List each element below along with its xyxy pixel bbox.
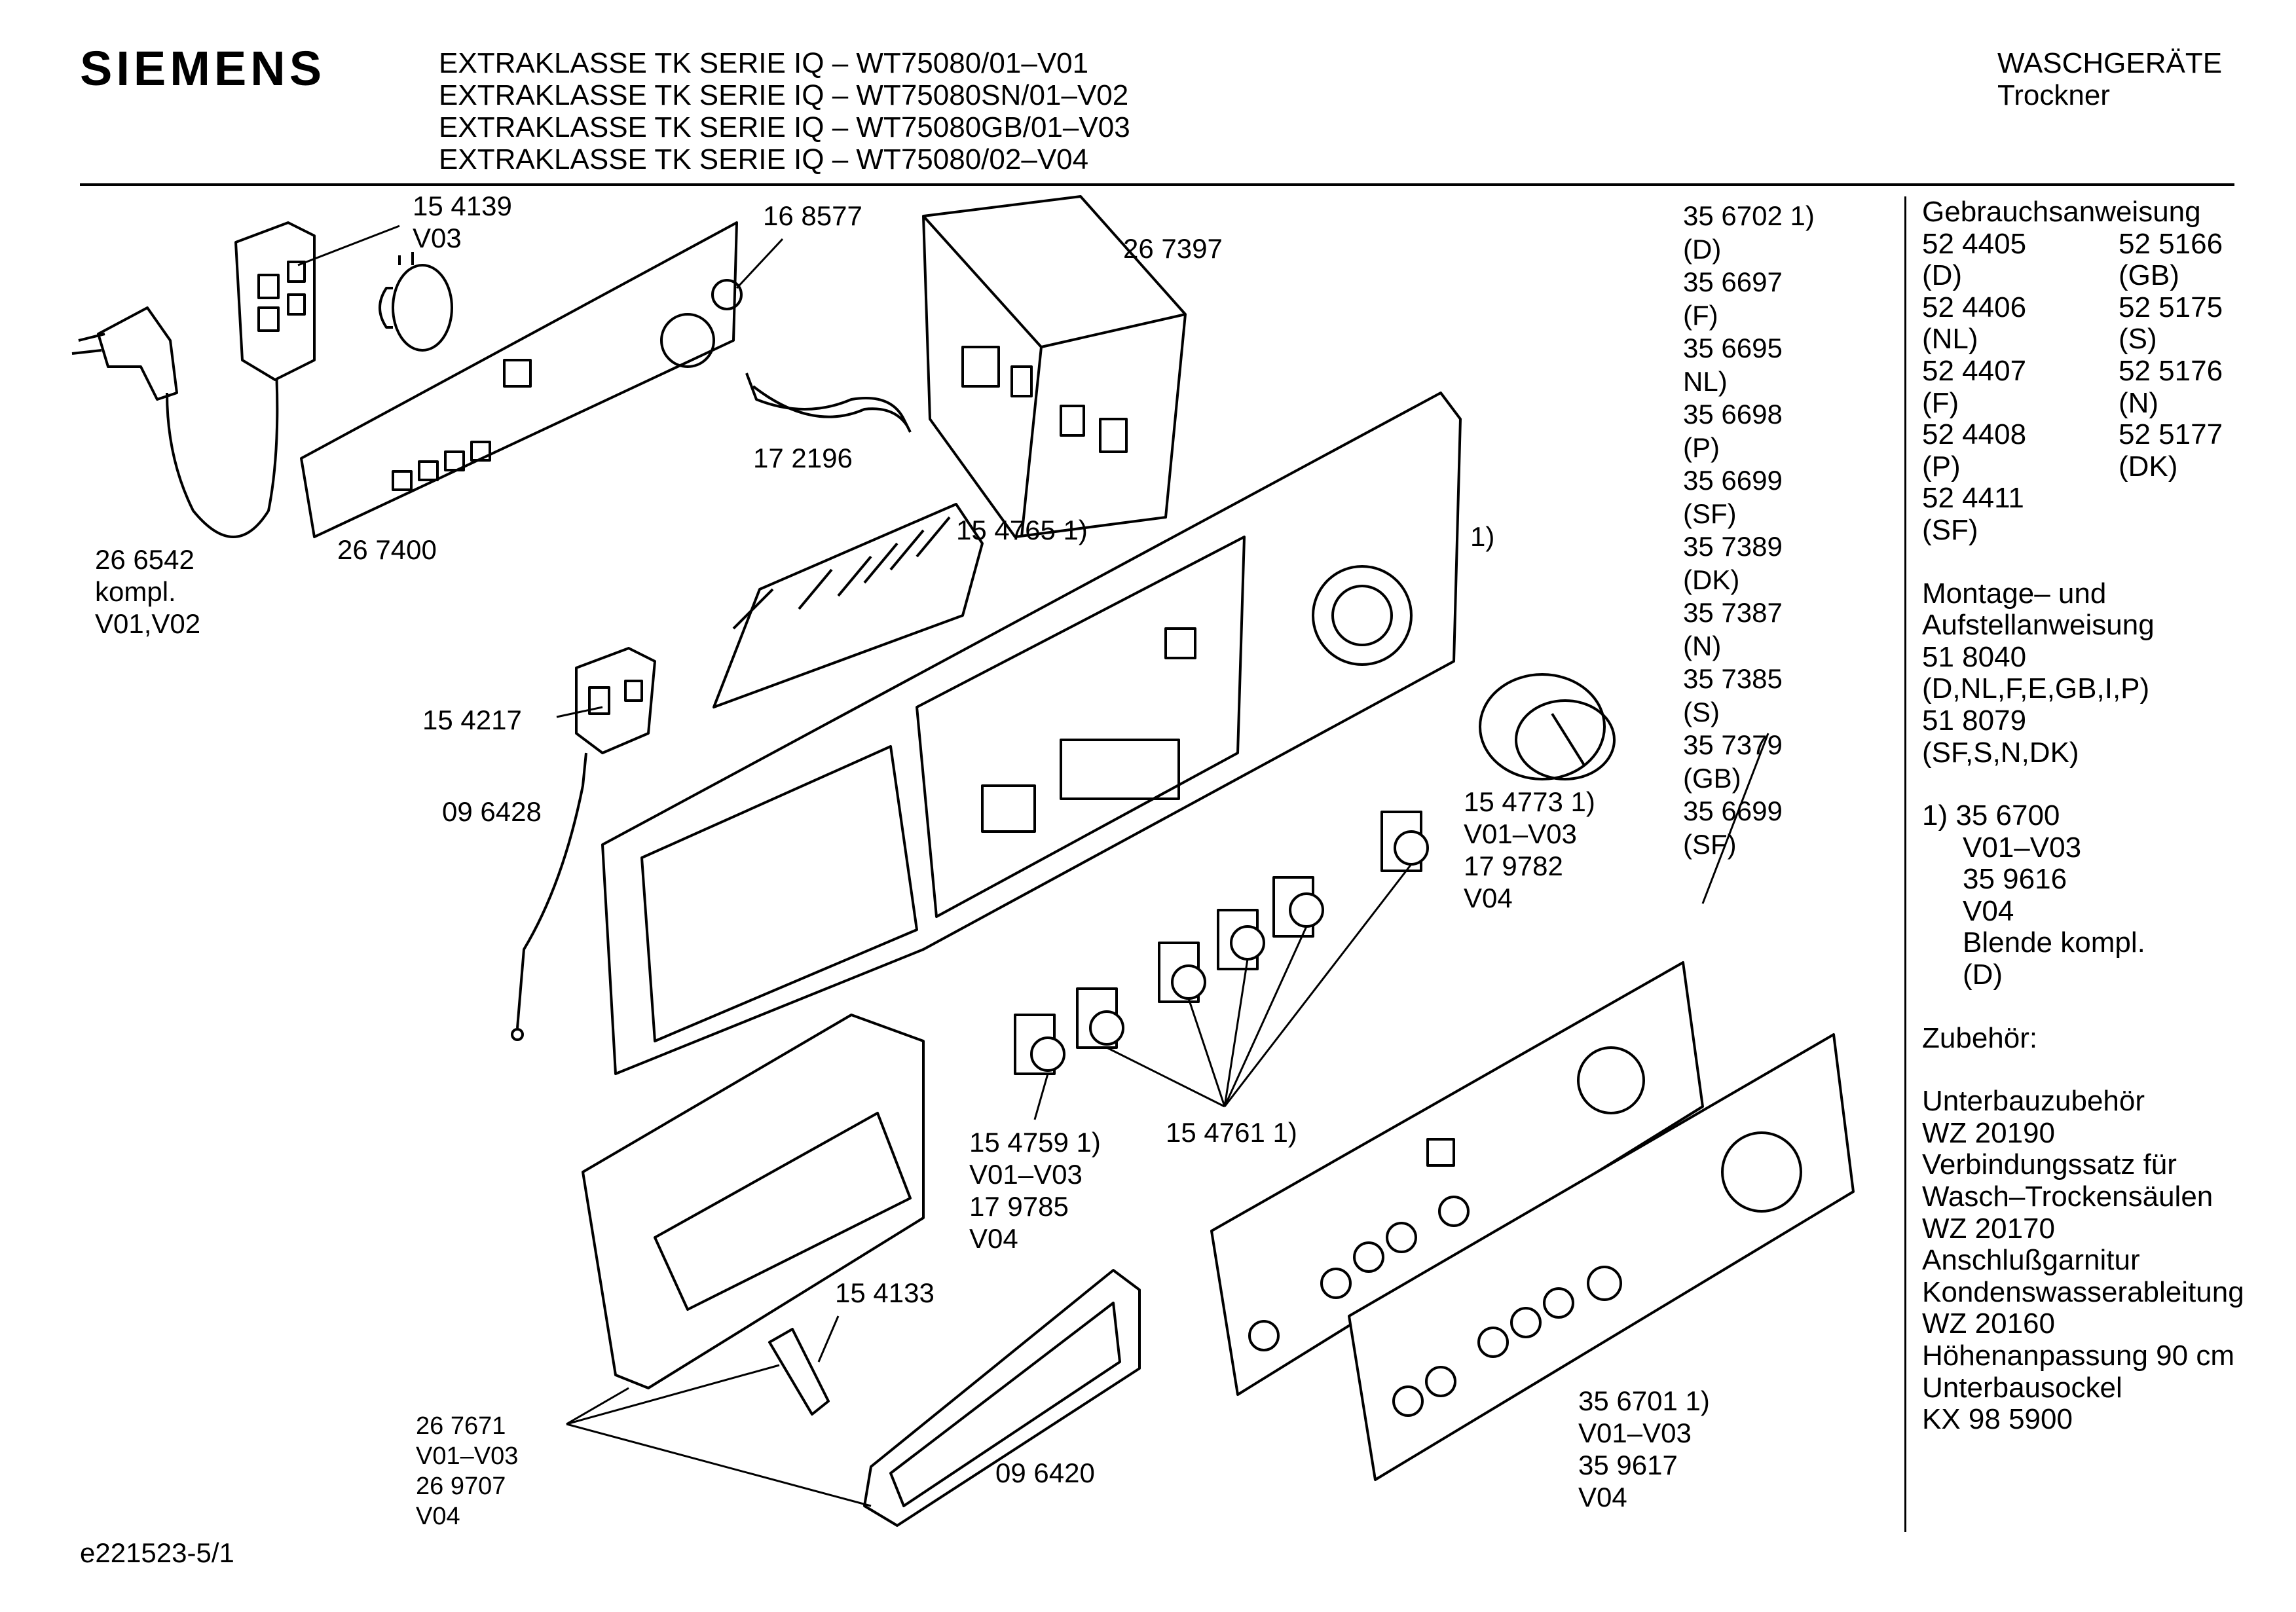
accessory-item: Verbindungssatz für <box>1922 1148 2177 1181</box>
header-rule <box>80 183 2234 186</box>
part-label-154765: 15 4765 1) <box>956 515 1088 545</box>
leader-lines <box>297 225 1769 1507</box>
model-header: EXTRAKLASSE TK SERIE IQ – WT75080/01–V01… <box>439 47 1130 175</box>
accessory-item: Unterbauzubehör <box>1922 1085 2145 1118</box>
model-line: EXTRAKLASSE TK SERIE IQ – WT75080/02–V04 <box>439 143 1089 175</box>
part-label-267400: 26 7400 <box>337 534 437 565</box>
manual-row: (P)(DK) <box>1922 450 2178 483</box>
accessory-item: WZ 20170 <box>1922 1212 2055 1245</box>
mount-title: Montage– und <box>1922 577 2107 610</box>
ground-wire <box>516 752 587 1029</box>
part-label-168577: 16 8577 <box>763 200 862 231</box>
category: WASCHGERÄTE <box>1997 47 2223 79</box>
part-label-356701: 35 6701 1) V01–V03 35 9617 V04 <box>1578 1385 1710 1512</box>
sidebar-divider <box>1904 196 1906 1532</box>
front-fascia <box>1210 961 1704 1396</box>
part-label-267671: 26 7671 V01–V03 26 9707 V04 <box>416 1412 519 1530</box>
accessory-item: WZ 20190 <box>1922 1116 2055 1149</box>
model-line: EXTRAKLASSE TK SERIE IQ – WT75080GB/01–V… <box>439 111 1130 143</box>
part-label-154139: 15 4139 V03 <box>413 191 512 253</box>
part-label-154217: 15 4217 <box>422 705 522 735</box>
power-cord-plug <box>71 306 279 538</box>
note-line: 35 9616 <box>1963 863 2067 896</box>
display-window <box>863 1269 1141 1527</box>
door-switch <box>575 647 656 754</box>
manual-row: 52 4411 <box>1922 482 2024 515</box>
ribbon-cable <box>745 373 912 433</box>
model-line: EXTRAKLASSE TK SERIE IQ – WT75080/01–V01 <box>439 47 1089 79</box>
language-panel-list: 35 6702 1) (D) 35 6697 (F) 35 6695 NL) 3… <box>1683 200 1815 860</box>
part-label-note1: 1) <box>1470 521 1495 552</box>
accessory-item: WZ 20160 <box>1922 1308 2055 1340</box>
part-label-267397: 26 7397 <box>1123 233 1223 264</box>
manual-row: (D)(GB) <box>1922 259 2179 292</box>
manual-row: (F)(N) <box>1922 386 2159 419</box>
accessories-title: Zubehör: <box>1922 1021 2038 1054</box>
part-label-096428: 09 6428 <box>442 796 542 827</box>
manual-row: (SF) <box>1922 513 1978 546</box>
accessory-item: Kondenswasserableitung <box>1922 1275 2244 1308</box>
brand-logo: SIEMENS <box>80 41 326 96</box>
part-label-154761: 15 4761 1) <box>1166 1117 1297 1148</box>
part-label-096420: 09 6420 <box>995 1457 1095 1488</box>
part-label-172196: 17 2196 <box>753 443 853 473</box>
part-label-154773: 15 4773 1) V01–V03 17 9782 V04 <box>1464 786 1595 913</box>
accessory-item: Wasch–Trockensäulen <box>1922 1181 2213 1213</box>
electronic-module <box>922 195 1187 538</box>
note-1: 1) 35 6700 <box>1922 799 2060 832</box>
switch-block <box>713 503 984 708</box>
model-line: EXTRAKLASSE TK SERIE IQ – WT75080SN/01–V… <box>439 79 1129 111</box>
note-line: V01–V03 <box>1963 831 2082 864</box>
mount-item: (D,NL,F,E,GB,I,P) <box>1922 672 2150 705</box>
accessory-item: Höhenanpassung 90 cm <box>1922 1340 2234 1372</box>
drawer-front <box>582 1014 925 1389</box>
push-buttons <box>1014 811 1429 1075</box>
drawing-id: e221523-5/1 <box>80 1537 234 1568</box>
manual-row: (NL)(S) <box>1922 323 2157 356</box>
accessory-item: Unterbausockel <box>1922 1371 2122 1404</box>
accessory-item: Anschlußgarnitur <box>1922 1244 2140 1277</box>
part-label-154133: 15 4133 <box>835 1277 935 1308</box>
manual-title: Gebrauchsanweisung <box>1922 196 2201 228</box>
mount-title: Aufstellanweisung <box>1922 609 2155 642</box>
category-block: WASCHGERÄTE Trockner <box>1997 47 2222 111</box>
suppressor-block <box>234 221 316 381</box>
mount-item: 51 8079 <box>1922 704 2027 737</box>
accessory-item: KX 98 5900 <box>1922 1403 2073 1436</box>
note-line: V04 <box>1963 894 2014 927</box>
note-line: (D) <box>1963 959 2003 991</box>
mount-item: 51 8040 <box>1922 640 2027 673</box>
control-pcb <box>300 221 743 538</box>
capacitor <box>379 252 453 352</box>
part-label-154759: 15 4759 1) V01–V03 17 9785 V04 <box>969 1127 1101 1254</box>
part-label-266542: 26 6542 kompl. V01,V02 <box>95 544 201 639</box>
program-knob <box>1479 673 1616 780</box>
mount-item: (SF,S,N,DK) <box>1922 736 2079 769</box>
note-line: Blende kompl. <box>1963 926 2145 959</box>
front-fascia-lower <box>1348 1033 1855 1481</box>
lever <box>768 1328 830 1416</box>
subcategory: Trockner <box>1997 79 2110 111</box>
control-panel-frame <box>601 392 1462 1075</box>
